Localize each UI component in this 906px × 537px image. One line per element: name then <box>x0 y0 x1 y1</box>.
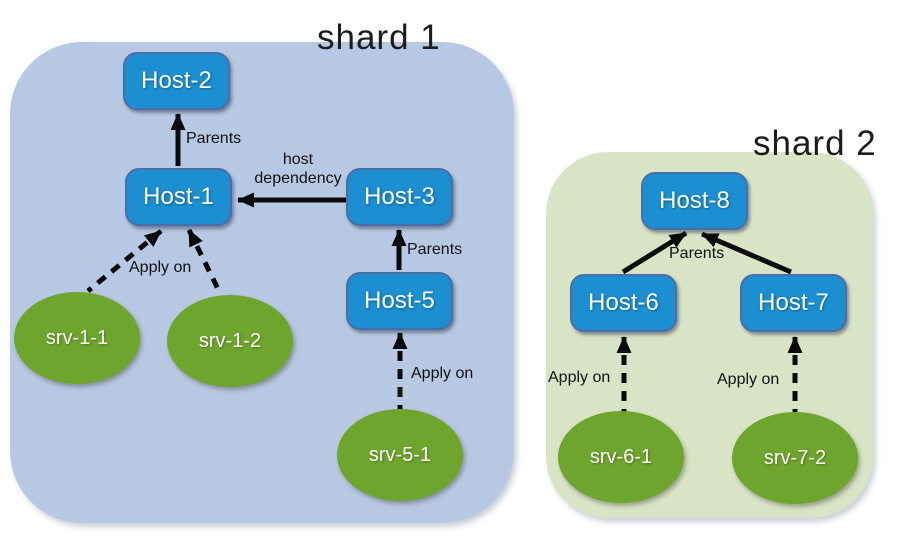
node-host-7-label: Host-7 <box>758 289 829 316</box>
node-host-6-label: Host-6 <box>588 289 659 316</box>
edge-srv-1-1-to-host-1 <box>86 229 163 293</box>
node-srv-6-1: srv-6-1 <box>558 411 684 503</box>
node-host-7: Host-7 <box>740 274 847 332</box>
edge-label-apply-on-srv1: Apply on <box>129 259 192 276</box>
edge-host-7-to-host-8 <box>701 231 792 275</box>
node-srv-1-2-label: srv-1-2 <box>198 329 262 352</box>
node-host-5: Host-5 <box>346 272 453 330</box>
node-srv-5-1-label: srv-5-1 <box>368 443 432 466</box>
edge-srv-1-2-to-host-1 <box>186 228 223 295</box>
node-host-1: Host-1 <box>125 168 232 226</box>
shard-1-title: shard 1 <box>317 18 441 57</box>
node-srv-1-1: srv-1-1 <box>14 292 140 384</box>
node-host-1-label: Host-1 <box>143 183 214 210</box>
edge-label-apply-on-srv61: Apply on <box>548 369 611 386</box>
node-srv-6-1-label: srv-6-1 <box>589 445 653 468</box>
edge-label-parents-host1-host2: Parents <box>186 130 242 147</box>
edge-label-host-dependency: host dependency <box>254 151 342 187</box>
edge-host-6-to-host-8 <box>621 230 688 275</box>
node-host-2-label: Host-2 <box>141 67 212 94</box>
node-host-5-label: Host-5 <box>364 287 435 314</box>
edge-label-parents-host67-host8: Parents <box>669 245 725 262</box>
node-host-3-label: Host-3 <box>364 183 435 210</box>
node-host-8: Host-8 <box>641 172 748 230</box>
edge-label-parents-host5-host3: Parents <box>407 241 463 258</box>
node-host-2: Host-2 <box>123 52 230 110</box>
shard-2-title: shard 2 <box>753 124 877 163</box>
node-srv-7-2-label: srv-7-2 <box>763 446 827 469</box>
edge-label-apply-on-srv51: Apply on <box>411 365 474 382</box>
edge-label-apply-on-srv72: Apply on <box>717 371 780 388</box>
node-srv-7-2: srv-7-2 <box>732 412 858 504</box>
node-srv-1-2: srv-1-2 <box>167 295 293 387</box>
node-host-6: Host-6 <box>570 274 677 332</box>
node-host-3: Host-3 <box>346 168 453 226</box>
node-host-8-label: Host-8 <box>659 187 730 214</box>
node-srv-1-1-label: srv-1-1 <box>45 326 109 349</box>
node-srv-5-1: srv-5-1 <box>337 409 463 501</box>
